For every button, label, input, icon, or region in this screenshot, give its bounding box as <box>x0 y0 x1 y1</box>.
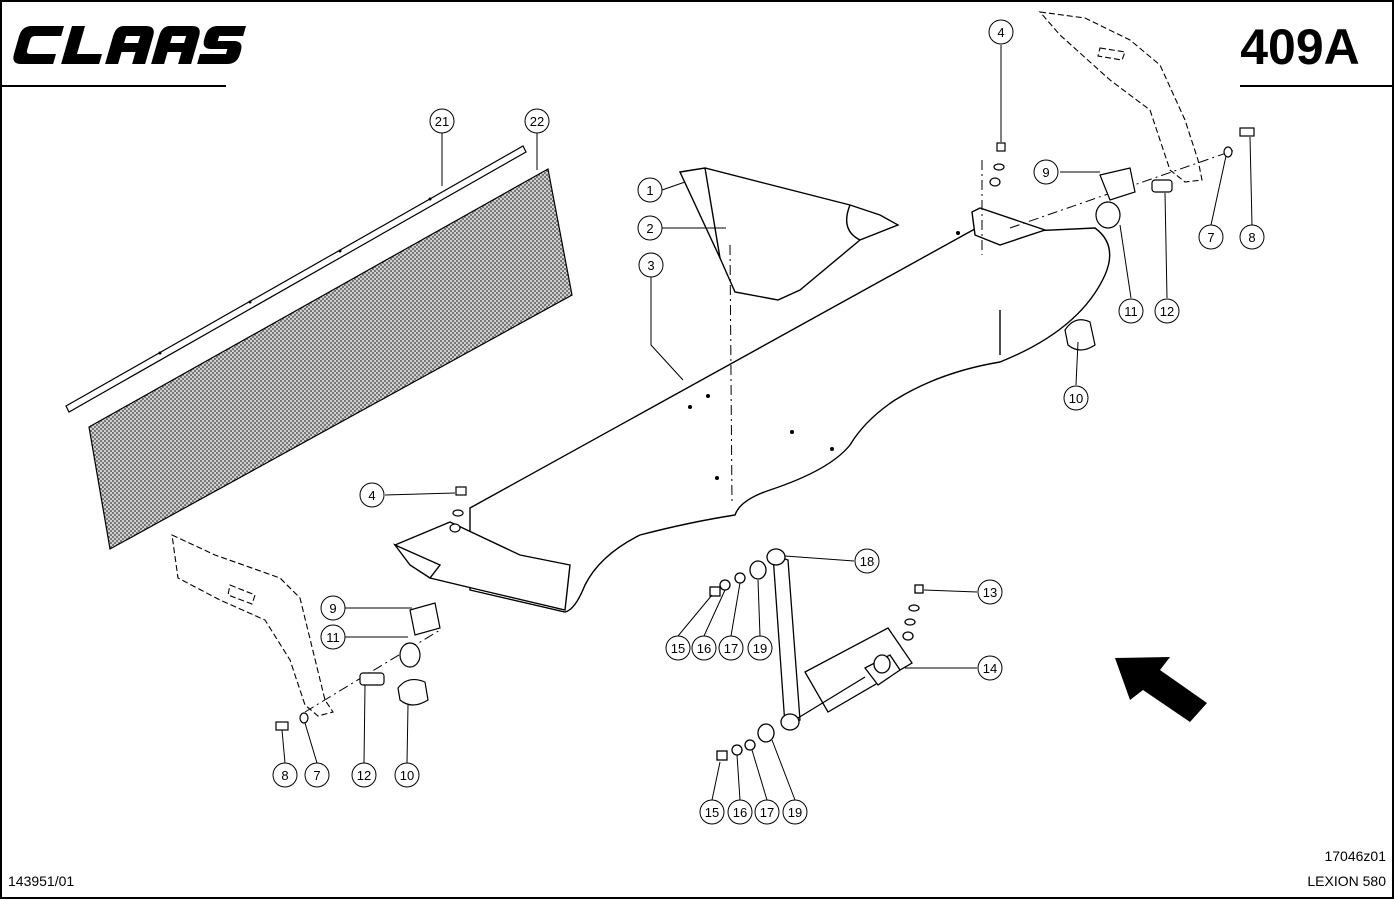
svg-text:15: 15 <box>705 805 719 820</box>
right-hardware <box>989 127 1255 351</box>
document-id: 143951/01 <box>8 873 74 889</box>
svg-text:7: 7 <box>313 768 320 783</box>
callout-7-left: 7 <box>304 762 330 788</box>
svg-text:16: 16 <box>697 641 711 656</box>
claas-logo <box>13 26 246 64</box>
callout-10-left: 10 <box>394 762 420 788</box>
callout-12-left: 12 <box>351 762 377 788</box>
callout-3: 3 <box>638 252 664 278</box>
callout-11-left: 11 <box>320 624 346 650</box>
arrow-direction-icon <box>1115 657 1207 722</box>
svg-text:11: 11 <box>326 630 340 645</box>
svg-text:11: 11 <box>1124 304 1138 319</box>
svg-text:18: 18 <box>860 554 874 569</box>
svg-text:10: 10 <box>400 768 414 783</box>
svg-text:13: 13 <box>983 585 997 600</box>
link-rod-part <box>709 548 801 761</box>
svg-text:9: 9 <box>1042 165 1049 180</box>
svg-text:19: 19 <box>753 641 767 656</box>
svg-text:12: 12 <box>357 768 371 783</box>
axis-line-left <box>304 629 441 713</box>
callout-15-bottom: 15 <box>699 799 725 825</box>
svg-text:4: 4 <box>997 25 1004 40</box>
svg-text:7: 7 <box>1207 230 1214 245</box>
callout-4-top: 4 <box>988 19 1014 45</box>
callout-16-top: 16 <box>691 635 717 661</box>
svg-text:2: 2 <box>646 221 653 236</box>
left-frame-bracket <box>171 534 334 717</box>
leader-lines <box>281 45 1253 801</box>
svg-text:14: 14 <box>983 661 997 676</box>
callout-21: 21 <box>429 108 455 134</box>
svg-text:17: 17 <box>760 805 774 820</box>
svg-text:3: 3 <box>647 258 654 273</box>
svg-text:17: 17 <box>724 641 738 656</box>
drawing-id: 17046z01 <box>1324 848 1386 864</box>
callout-19-bottom: 19 <box>782 799 808 825</box>
svg-text:12: 12 <box>1160 304 1174 319</box>
mesh-screen-part <box>88 168 573 550</box>
callout-16-bottom: 16 <box>727 799 753 825</box>
svg-text:10: 10 <box>1069 391 1083 406</box>
svg-text:8: 8 <box>281 768 288 783</box>
callout-8-left: 8 <box>272 762 298 788</box>
mounting-plate-part <box>797 584 924 719</box>
callout-22: 22 <box>524 108 550 134</box>
tray-holes <box>688 231 960 480</box>
callout-8-right: 8 <box>1239 224 1265 250</box>
tray-main-part <box>392 207 1111 613</box>
callout-12-right: 12 <box>1154 298 1180 324</box>
callout-15-top: 15 <box>665 635 691 661</box>
svg-text:15: 15 <box>671 641 685 656</box>
callout-7-right: 7 <box>1198 224 1224 250</box>
svg-text:21: 21 <box>435 114 449 129</box>
svg-text:8: 8 <box>1248 230 1255 245</box>
callout-13: 13 <box>977 579 1003 605</box>
callout-18: 18 <box>854 548 880 574</box>
callout-14: 14 <box>977 655 1003 681</box>
svg-text:16: 16 <box>733 805 747 820</box>
svg-text:19: 19 <box>788 805 802 820</box>
centerline <box>729 244 733 506</box>
callout-9-right: 9 <box>1033 159 1059 185</box>
callout-2: 2 <box>637 215 663 241</box>
callout-1: 1 <box>637 177 663 203</box>
callout-17-bottom: 17 <box>754 799 780 825</box>
svg-text:9: 9 <box>329 601 336 616</box>
deflector-part <box>678 167 900 301</box>
callout-11-right: 11 <box>1118 298 1144 324</box>
callout-17-top: 17 <box>718 635 744 661</box>
left-hardware <box>275 486 467 731</box>
callout-4-left: 4 <box>359 482 385 508</box>
sealing-strip-part <box>65 145 527 413</box>
callout-10-right: 10 <box>1063 385 1089 411</box>
callout-19-top: 19 <box>747 635 773 661</box>
callout-9-left: 9 <box>320 595 346 621</box>
svg-text:4: 4 <box>368 488 375 503</box>
page-number: 409A <box>1240 19 1360 75</box>
model-name: LEXION 580 <box>1307 873 1386 889</box>
svg-text:22: 22 <box>530 114 544 129</box>
right-frame-bracket <box>1038 11 1203 183</box>
svg-text:1: 1 <box>646 183 653 198</box>
